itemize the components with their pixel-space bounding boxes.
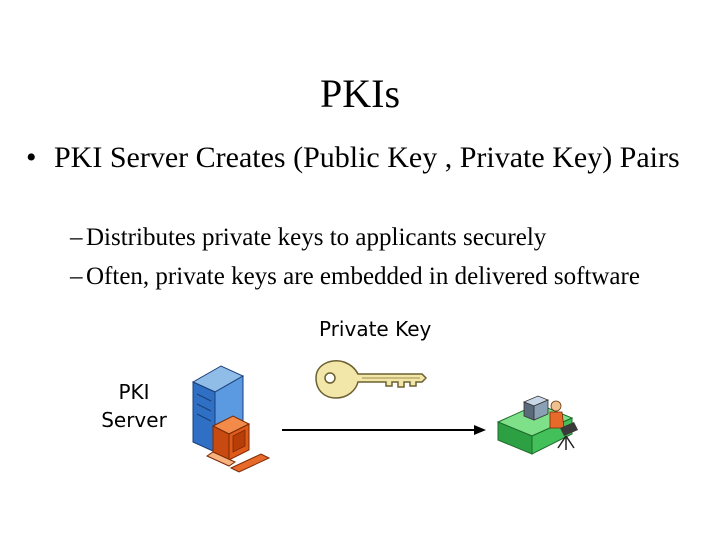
server-computer-icon bbox=[191, 365, 271, 473]
arrow bbox=[282, 425, 486, 435]
user-workstation-icon bbox=[496, 395, 578, 455]
sub-bullet-marker: – bbox=[70, 224, 83, 251]
sub-bullet-text: Often, private keys are embedded in deli… bbox=[86, 263, 640, 290]
pki-server-label-line1: PKI bbox=[118, 380, 150, 404]
main-bullet-text: PKI Server Creates (Public Key , Private… bbox=[54, 141, 680, 174]
sub-bullet-text: Distributes private keys to applicants s… bbox=[86, 224, 547, 251]
sub-bullet-marker: – bbox=[70, 263, 83, 290]
private-key-label: Private Key bbox=[319, 317, 432, 341]
slide-title: PKIs bbox=[0, 70, 720, 117]
slide-title-text: PKIs bbox=[319, 71, 401, 116]
key-icon bbox=[315, 360, 428, 399]
bullet-marker: • bbox=[26, 141, 37, 174]
pki-server-label-line2: Server bbox=[101, 408, 167, 432]
pki-server-label: PKI Server bbox=[94, 378, 174, 434]
